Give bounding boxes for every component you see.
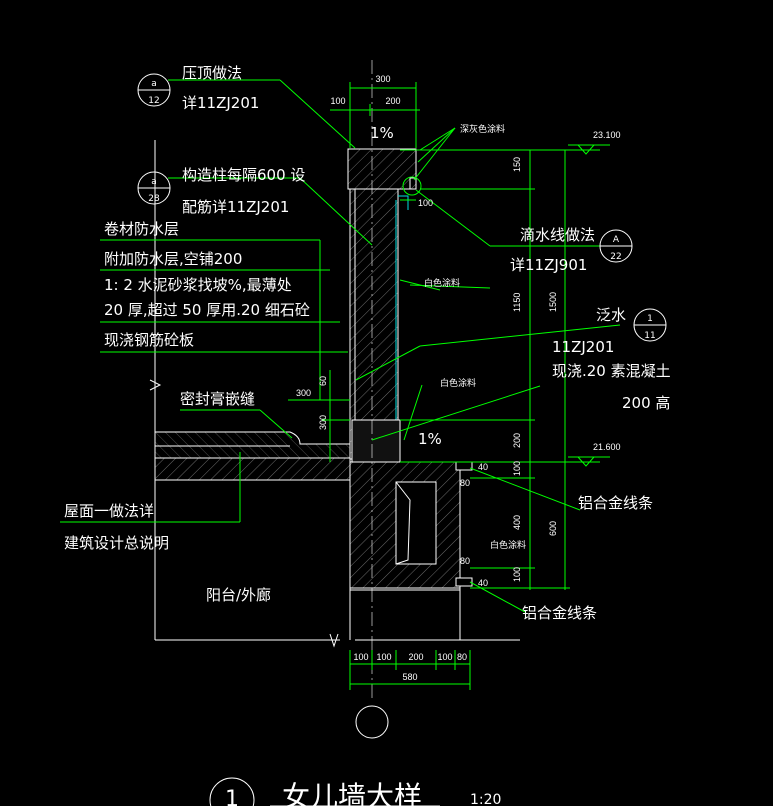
balcony-label: 阳台/外廊 [206,586,271,604]
elevation-top: 23.100 [593,130,621,140]
curb-note-1: 现浇.20 素混凝土 [552,362,671,380]
top-slope: 1% [370,124,394,142]
dim-right-600: 600 [548,521,558,536]
dim-right-100a: 100 [512,461,522,476]
column-bubble-bottom: 28 [148,194,160,204]
dim-bottom-100b: 100 [376,652,391,662]
dim-small-80b: 80 [460,556,470,566]
coping-bubble: a 12 [137,73,171,107]
extra-membrane-note: 附加防水层,空铺200 [104,250,242,268]
drawing-title: 1 女儿墙大样 1:20 [209,777,501,806]
dim-bottom-100a: 100 [353,652,368,662]
parapet-wall [347,148,417,463]
drip-bubble: A 22 [599,229,633,263]
drip-label: 滴水线做法 [520,226,595,244]
axis-lines [149,60,520,739]
dim-right-100b: 100 [512,567,522,582]
column-ref: 配筋详11ZJ201 [182,198,289,216]
bottom-slope: 1% [418,430,442,448]
mortar-note-2: 20 厚,超过 50 厚用.20 细石砼 [104,301,310,319]
flashing-bubble: 1 11 [633,308,667,342]
coping-label: 压顶做法 [182,64,242,82]
dim-bottom-100c: 100 [437,652,452,662]
dim-bottom-total: 580 [402,672,417,682]
coping-bubble-top: a [151,79,157,89]
dim-top-200: 200 [385,96,400,106]
dim-left-300b: 300 [296,388,311,398]
white-paint-label-3: 白色涂料 [490,539,526,551]
dim-top-100: 100 [330,96,345,106]
annotations: 压顶做法 详11ZJ201 构造柱每隔600 设 配筋详11ZJ201 卷材防水… [64,64,671,622]
slab-note: 现浇钢筋砼板 [104,331,194,349]
dim-right-1150: 1150 [512,293,522,312]
dim-right-150: 150 [512,157,522,172]
drip-ref: 详11ZJ901 [510,256,587,274]
column-label: 构造柱每隔600 设 [182,166,305,184]
dim-bottom-80: 80 [457,652,467,662]
title-scale: 1:20 [470,792,501,806]
roof-note-1: 屋面一做法详 [64,502,154,520]
dim-side-100: 100 [418,198,433,208]
coping-ref: 详11ZJ201 [182,94,259,112]
title-number: 1 [225,787,239,806]
dim-left-300: 300 [318,415,328,430]
flashing-ref: 11ZJ201 [552,338,614,356]
roof-note-2: 建筑设计总说明 [64,534,169,552]
curb-note-2: 200 高 [622,394,670,412]
white-paint-label-2: 白色涂料 [440,377,476,389]
title-text: 女儿墙大样 [282,780,422,806]
white-paint-label-1: 白色涂料 [424,277,460,289]
title-bubble [209,777,255,806]
dim-small-80a: 80 [460,478,470,488]
sealant-note: 密封膏嵌缝 [180,390,255,408]
membrane-note: 卷材防水层 [104,220,179,238]
flashing-bubble-top: 1 [647,314,653,324]
axis-bubble [355,705,389,739]
flashing-bubble-bottom: 11 [644,331,655,341]
column-bubble-top: a [151,177,157,187]
dimension-values: 300 100 200 150 1150 1500 200 100 400 60… [296,74,558,682]
trim-label-2: 铝合金线条 [522,604,597,622]
drip-bubble-bottom: 22 [610,252,621,262]
dimension-lines [288,82,610,690]
dim-right-200: 200 [512,433,522,448]
dark-paint-label: 深灰色涂料 [460,123,505,135]
leader-lines [60,79,621,613]
dim-left-60: 60 [318,376,328,386]
dim-small-40a: 40 [478,462,488,472]
column-bubble: a 28 [137,171,171,205]
flashing-label: 泛水 [596,306,626,324]
trim-label-1: 铝合金线条 [578,494,653,512]
dim-bottom-200: 200 [408,652,423,662]
dim-small-40b: 40 [478,578,488,588]
floor-slab-and-beam [154,431,473,640]
mortar-note-1: 1: 2 水泥砂浆找坡%,最薄处 [104,276,292,294]
elevation-bottom: 21.600 [593,442,621,452]
dim-right-400: 400 [512,515,522,530]
coping-bubble-bottom: 12 [148,96,159,106]
dim-top-300: 300 [375,74,390,84]
drip-bubble-top: A [613,235,620,245]
dim-right-1500: 1500 [548,292,558,312]
